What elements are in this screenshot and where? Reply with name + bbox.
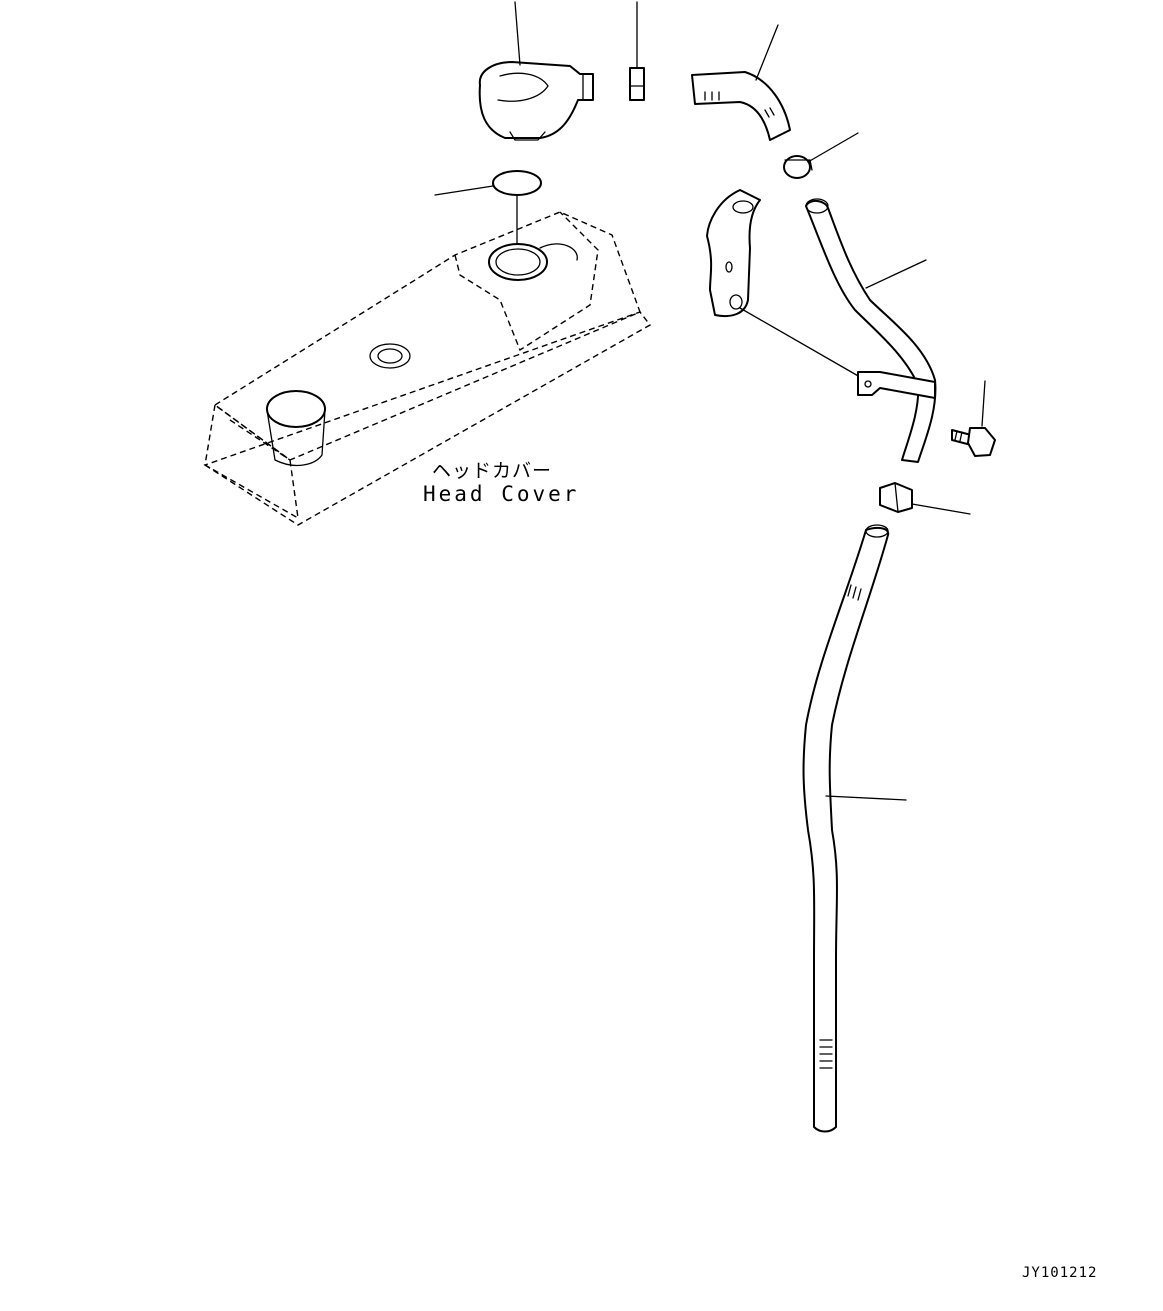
- elbow-hose: [691, 24, 791, 141]
- hose-clamp-lower: [879, 482, 971, 515]
- bolt: [951, 380, 996, 457]
- breather-cap: [478, 1, 594, 141]
- head-cover-label-en: Head Cover: [423, 482, 580, 506]
- head-cover-label-jp: ヘッドカバー: [432, 460, 553, 482]
- small-clip: [629, 1, 645, 101]
- drain-tube: [802, 524, 907, 1133]
- breather-tube: [805, 198, 937, 463]
- head-cover: [203, 211, 652, 526]
- bracket: [706, 189, 861, 378]
- o-ring: [434, 170, 542, 244]
- drawing-id: JY101212: [1022, 1265, 1098, 1281]
- hose-clamp-upper: [783, 132, 859, 179]
